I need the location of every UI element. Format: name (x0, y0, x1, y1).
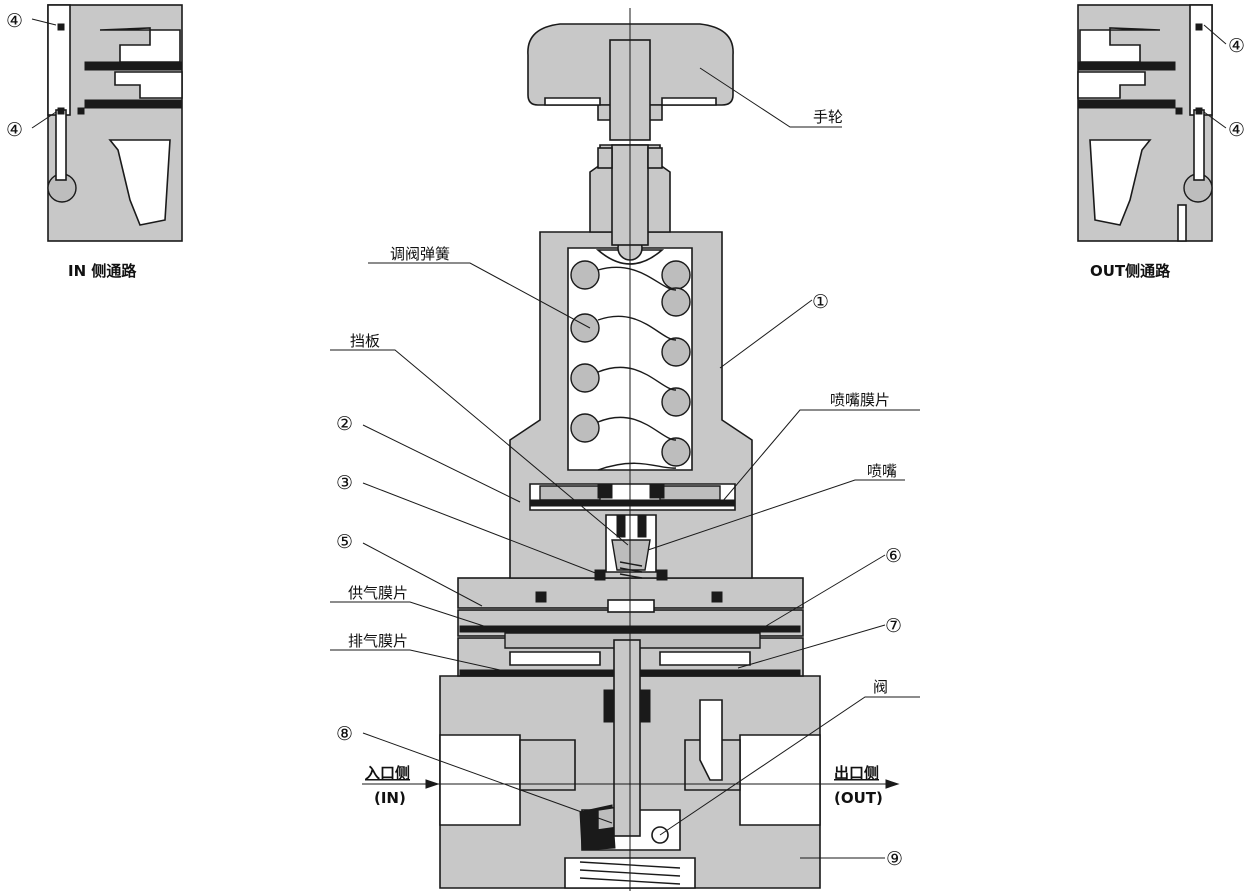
label-6: ⑥ (885, 545, 902, 567)
label-3: ③ (336, 472, 353, 494)
regulator-main-body (439, 23, 821, 889)
nozzle-diaphragm (529, 499, 736, 507)
label-4-out-top: ④ (1228, 35, 1245, 57)
outlet-arrow (885, 779, 900, 789)
label-supply-diaphragm: 供气膜片 (348, 584, 408, 602)
leader-4-in-bottom (31, 111, 57, 129)
leader-baffle (330, 349, 629, 546)
leader-supply-diaphragm (330, 601, 497, 631)
leader-5 (362, 542, 483, 607)
label-5: ⑤ (336, 531, 353, 553)
leader-4-out-bottom (1203, 111, 1227, 129)
label-nozzle-diaphragm: 喷嘴膜片 (830, 391, 890, 409)
leader-2 (362, 424, 521, 503)
inlet-label-en: (IN) (374, 789, 406, 807)
leader-handwheel (699, 67, 842, 128)
leader-adjusting-spring (368, 262, 591, 329)
label-4-in-bottom: ④ (6, 119, 23, 141)
label-nozzle: 喷嘴 (867, 462, 897, 480)
leader-8 (362, 732, 613, 824)
out-side-passage-caption: OUT侧通路 (1090, 262, 1171, 280)
inlet-label: 入口侧 (365, 764, 410, 782)
label-8: ⑧ (336, 723, 353, 745)
label-1: ① (812, 291, 829, 313)
label-valve: 阀 (873, 678, 888, 696)
outlet-label-en: (OUT) (834, 789, 883, 807)
leader-6 (765, 554, 886, 627)
leader-valve (659, 696, 920, 836)
leader-exhaust-diaphragm (330, 649, 501, 671)
inlet-arrow (425, 779, 440, 789)
label-4-in-top: ④ (6, 10, 23, 32)
leader-nozzle-diaphragm (721, 409, 920, 503)
label-baffle: 挡板 (350, 332, 380, 350)
leader-7 (737, 624, 886, 669)
leader-1 (719, 299, 813, 369)
in-side-passage-caption: IN 侧通路 (68, 262, 137, 280)
leader-nozzle (647, 479, 905, 551)
out-side-passage-inset (1077, 4, 1213, 242)
leader-4-out-top (1203, 24, 1227, 45)
label-adjusting-spring: 调阀弹簧 (390, 245, 450, 263)
label-2: ② (336, 413, 353, 435)
label-handwheel: 手轮 (813, 108, 843, 126)
adjusting-spring (570, 260, 691, 471)
in-side-passage-inset (47, 4, 183, 242)
label-4-out-bottom: ④ (1228, 119, 1245, 141)
leader-3 (362, 482, 599, 575)
outlet-label: 出口侧 (834, 764, 879, 782)
leader-4-in-top (31, 18, 57, 26)
label-7: ⑦ (885, 615, 902, 637)
label-9: ⑨ (886, 848, 903, 870)
label-exhaust-diaphragm: 排气膜片 (348, 632, 408, 650)
